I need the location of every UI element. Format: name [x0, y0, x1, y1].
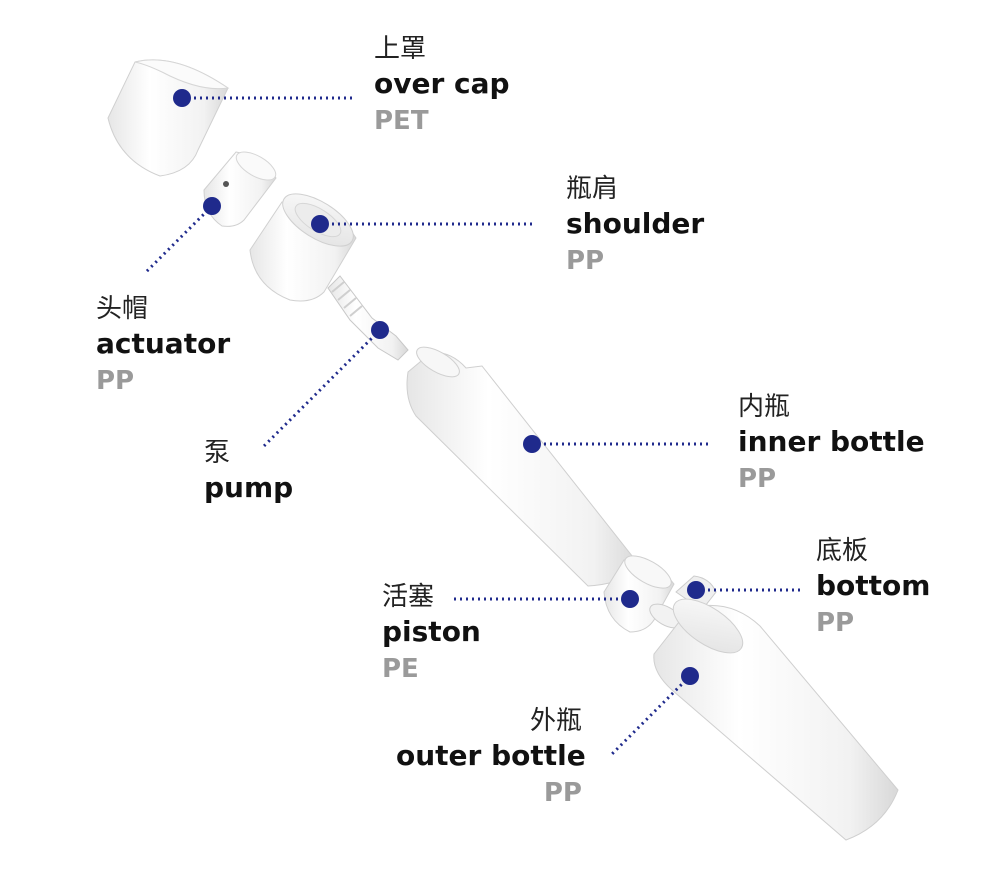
shoulder-label: 瓶肩 shoulder PP [566, 176, 704, 274]
over-cap-material: PET [374, 106, 429, 136]
inner-bottle-part [406, 346, 641, 587]
shoulder-dot [311, 215, 329, 233]
pump-en: pump [204, 471, 294, 504]
pump-part [327, 275, 409, 361]
actuator-leader [144, 204, 214, 274]
inner-bottle-label: 内瓶 inner bottle PP [738, 394, 925, 492]
outer-bottle-label: 外瓶 outer bottle PP [396, 706, 586, 808]
piston-material: PE [382, 654, 419, 684]
bottom-zh: 底板 [816, 536, 869, 566]
outer-bottle-dot [681, 667, 699, 685]
bottom-en: bottom [816, 569, 931, 602]
over-cap-en: over cap [374, 67, 510, 100]
actuator-label: 头帽 actuator PP [96, 296, 230, 394]
piston-zh: 活塞 [382, 582, 435, 612]
inner-bottle-zh: 内瓶 [738, 392, 791, 422]
piston-en: piston [382, 615, 481, 648]
shoulder-en: shoulder [566, 207, 705, 240]
over-cap-label: 上罩 over cap PET [374, 36, 510, 134]
bottom-dot [687, 581, 705, 599]
actuator-zh: 头帽 [96, 294, 149, 324]
over-cap-zh: 上罩 [374, 34, 427, 64]
actuator-en: actuator [96, 327, 231, 360]
shoulder-material: PP [566, 246, 605, 276]
over-cap-part [107, 59, 230, 177]
actuator-dot [203, 197, 221, 215]
over-cap-dot [173, 89, 191, 107]
outer-bottle-en: outer bottle [396, 739, 586, 772]
outer-bottle-part [653, 598, 899, 841]
inner-bottle-dot [523, 435, 541, 453]
inner-bottle-en: inner bottle [738, 425, 925, 458]
callout-dots [173, 89, 705, 685]
outer-bottle-material: PP [543, 778, 582, 808]
piston-label: 活塞 piston PE [382, 584, 481, 682]
outer-bottle-zh: 外瓶 [529, 706, 582, 736]
callouts [144, 96, 804, 758]
actuator-part [203, 151, 277, 227]
pump-zh: 泵 [204, 438, 231, 468]
pump-dot [371, 321, 389, 339]
inner-bottle-material: PP [738, 464, 777, 494]
actuator-material: PP [96, 366, 135, 396]
pump-label: 泵 pump [204, 440, 293, 512]
pump-leader [260, 328, 382, 450]
bottom-material: PP [816, 608, 855, 638]
shoulder-zh: 瓶肩 [566, 174, 619, 204]
bottom-label: 底板 bottom PP [816, 538, 930, 636]
outer-bottle-leader [608, 674, 692, 758]
piston-dot [621, 590, 639, 608]
